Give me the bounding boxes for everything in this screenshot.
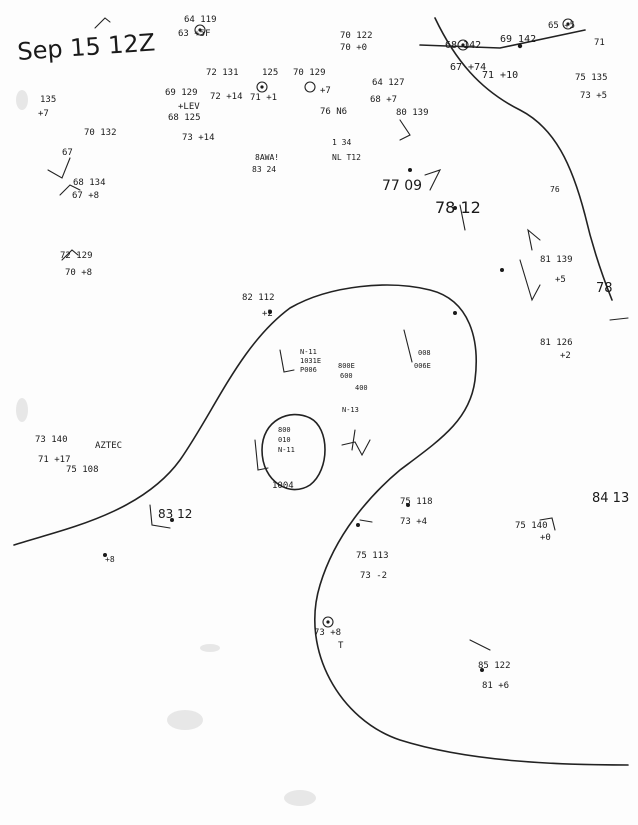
station-plot: 68 125 73 +14	[168, 113, 215, 143]
punch-hole-mark	[16, 398, 28, 422]
station-plot: 70 132 67	[62, 128, 122, 158]
wind-barb-group	[47, 17, 556, 651]
station-plot: 68 134 67 +8	[72, 178, 111, 201]
station-plot: 65 +5	[548, 21, 575, 31]
station-plot: 008 006E	[414, 349, 435, 370]
station-plot: 135 +7	[38, 95, 62, 119]
station-plot: 70 122 70 +0	[340, 31, 378, 53]
scan-smudge	[200, 644, 220, 652]
station-plot: 73 +8 T	[314, 628, 347, 651]
station-plot: +8	[105, 555, 115, 564]
station-plot: 78	[596, 281, 613, 296]
station-plot: 81 139 +5	[540, 255, 578, 285]
station-plot: 80 139	[396, 108, 429, 118]
station-plot: 76	[550, 185, 560, 194]
isobar-s-curve	[13, 284, 629, 766]
station-plot: 70 129 +7	[293, 68, 331, 96]
isobar-curve-east	[434, 17, 613, 301]
station-plot: 69 142 71 +10	[482, 34, 542, 81]
scan-smudge	[167, 710, 203, 730]
front-segment	[419, 29, 586, 49]
station-plot: 72 129 70 +8	[60, 251, 98, 278]
station-plot: 77 09	[382, 178, 422, 194]
isobar-tail	[609, 317, 629, 321]
station-plot: 1 34 NL T12	[332, 138, 361, 162]
station-plot: 64 119 63 +5F	[178, 15, 222, 39]
station-plot: 8AWA! 83 24	[252, 153, 284, 174]
station-plot: 1004	[272, 481, 294, 491]
station-plot: 64 127 68 +7	[370, 78, 410, 105]
station-plot: AZTEC	[95, 441, 122, 451]
station-plot: 81 126 +2	[540, 338, 578, 361]
station-plot: 73 140 71 +17 75 108	[35, 435, 99, 475]
station-plot: 78 12	[435, 198, 481, 217]
station-plot: 84 13	[592, 491, 629, 506]
punch-hole-mark	[16, 90, 28, 110]
station-plot: 76 N6	[320, 107, 347, 117]
station-plot: 83 12	[158, 507, 192, 521]
station-plot: 72 131 72 +14	[206, 68, 244, 102]
station-plot: 68 142 67 +74	[445, 40, 487, 73]
station-plot: 75 113 73 -2	[356, 551, 394, 581]
station-plot: N-13 400	[342, 384, 368, 414]
station-plot: 71 75 135 73 +5	[575, 38, 613, 101]
station-plot: 85 122 81 +6	[478, 661, 516, 691]
station-plot: 75 118 73 +4	[400, 497, 438, 527]
station-plot: 125 71 +1	[250, 68, 284, 103]
station-plot: 69 129 +LEV	[165, 88, 203, 112]
station-plot: 82 112 +2	[242, 293, 280, 319]
station-plot: 800E 600	[338, 362, 359, 380]
station-markers	[103, 18, 574, 672]
low-pressure-circle	[261, 413, 326, 491]
station-plot: 75 140 +0	[515, 521, 553, 543]
scan-smudge	[284, 790, 316, 806]
map-date-label: Sep 15 12Z	[16, 28, 156, 66]
station-plot: 800 010 N-11	[278, 426, 295, 454]
station-plot: N-11 1031E P006	[300, 348, 325, 374]
